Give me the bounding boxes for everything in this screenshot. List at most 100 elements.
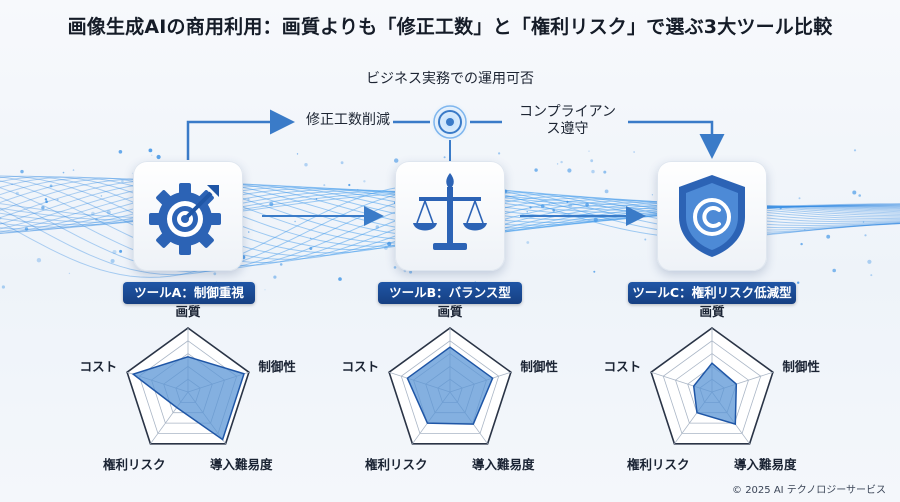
radar-data-polygon xyxy=(131,356,245,441)
page-title: 画像生成AIの商用利用：画質よりも「修正工数」と「権利リスク」で選ぶ3大ツール比… xyxy=(67,16,833,38)
particle-dot xyxy=(858,194,861,197)
copyright-shield-icon xyxy=(679,175,745,257)
radar-data-polygon xyxy=(692,362,738,426)
particle-dot xyxy=(804,228,806,231)
radar-axis-label: 画質 xyxy=(437,304,463,319)
target-node-icon xyxy=(430,102,470,142)
radar-axis-label: コスト xyxy=(79,358,118,374)
particle-dot xyxy=(264,289,266,291)
particle-dot xyxy=(41,206,45,210)
particle-dot xyxy=(91,211,95,216)
particle-dot xyxy=(526,211,528,213)
particle-dot xyxy=(213,272,217,276)
tool-c-card xyxy=(657,161,767,271)
tool-c-label: ツールC：権利リスク低減型 xyxy=(628,282,796,304)
flow-label-right-text: コンプライアンス遵守 xyxy=(518,104,617,137)
particle-dot xyxy=(591,169,595,174)
particle-dot xyxy=(864,234,867,237)
particle-dot xyxy=(593,217,598,222)
particle-dot xyxy=(247,198,250,201)
particle-dot xyxy=(832,268,836,273)
subtitle: ビジネス実務での運用可否 xyxy=(366,71,534,87)
particle-dot xyxy=(797,281,800,284)
particle-dot xyxy=(603,170,607,174)
particle-dot xyxy=(151,154,153,156)
particle-dot xyxy=(526,241,530,244)
radar-axis-label: 導入難易度 xyxy=(734,456,797,472)
particle-dot xyxy=(540,204,545,208)
particle-dot xyxy=(798,197,801,200)
particle-dot xyxy=(20,169,24,174)
radar-axis-label: 権利リスク xyxy=(627,456,690,472)
particle-dot xyxy=(72,169,75,171)
particle-dot xyxy=(1,285,5,289)
radar-axis-label: 権利リスク xyxy=(365,456,428,472)
particle-dot xyxy=(0,216,2,220)
particle-dot xyxy=(247,231,250,233)
tool-b-card xyxy=(395,161,505,271)
tool-a-card xyxy=(133,161,243,271)
particle-dot xyxy=(853,149,857,152)
particle-dot xyxy=(548,203,550,205)
particle-dot xyxy=(393,266,397,269)
particle-dot xyxy=(294,220,296,223)
particle-dot xyxy=(338,277,342,281)
particle-dot xyxy=(156,154,161,160)
scales-icon xyxy=(413,173,487,250)
particle-dot xyxy=(552,209,555,212)
flow-label-right: コンプライアンス遵守 xyxy=(505,104,630,138)
particle-dot xyxy=(45,200,48,203)
particle-dot xyxy=(852,190,857,195)
particle-dot xyxy=(590,159,594,163)
particle-dot xyxy=(119,249,123,253)
tool-b-label: ツールB：バランス型 xyxy=(378,282,522,304)
radar-data-polygon xyxy=(406,346,494,425)
particle-dot xyxy=(560,160,563,164)
particle-dot xyxy=(604,189,609,194)
particle-dot xyxy=(118,150,123,154)
particle-dot xyxy=(394,158,399,163)
particle-dot xyxy=(363,180,366,183)
particle-dot xyxy=(348,183,351,187)
particle-dot xyxy=(68,272,71,275)
particle-dot xyxy=(148,148,153,153)
radar-grid-ring xyxy=(662,340,762,434)
flow-arrow-top-end xyxy=(628,120,725,159)
particle-dot xyxy=(340,161,344,165)
particle-dot xyxy=(384,246,388,250)
particle-dot xyxy=(566,200,569,203)
particle-dot xyxy=(110,259,115,263)
particle-dot xyxy=(585,203,589,207)
particle-dot xyxy=(15,191,19,195)
particle-dot xyxy=(556,163,559,165)
particle-dot xyxy=(309,247,313,250)
particle-dot xyxy=(779,206,782,210)
particle-dot xyxy=(11,183,13,186)
particle-dot xyxy=(121,180,124,183)
particle-dot xyxy=(567,168,572,173)
radar-axis-label: 導入難易度 xyxy=(472,456,535,472)
particle-dot xyxy=(273,275,277,279)
particle-dot xyxy=(44,198,48,201)
particle-dot xyxy=(593,270,596,273)
particle-dot xyxy=(357,189,359,191)
particle-dot xyxy=(568,203,573,208)
particle-dot xyxy=(296,153,299,155)
radar-chart-2 xyxy=(388,327,512,445)
radar-grid-ring xyxy=(400,340,500,434)
particle-dot xyxy=(279,263,283,266)
particle-dot xyxy=(309,237,312,239)
particle-dot xyxy=(375,225,379,229)
particle-dot xyxy=(644,238,647,241)
radar-axis-label: 制御性 xyxy=(258,358,296,374)
particle-dot xyxy=(100,195,103,197)
radar-axis-label: 画質 xyxy=(699,304,725,319)
particle-dot xyxy=(529,206,532,209)
particle-dot xyxy=(304,163,308,167)
flow-arrow-top-left xyxy=(186,109,295,160)
radar-axis-label: コスト xyxy=(341,358,380,374)
particle-dot xyxy=(387,241,392,246)
particle-dot xyxy=(862,221,865,223)
particle-dot xyxy=(315,198,318,200)
